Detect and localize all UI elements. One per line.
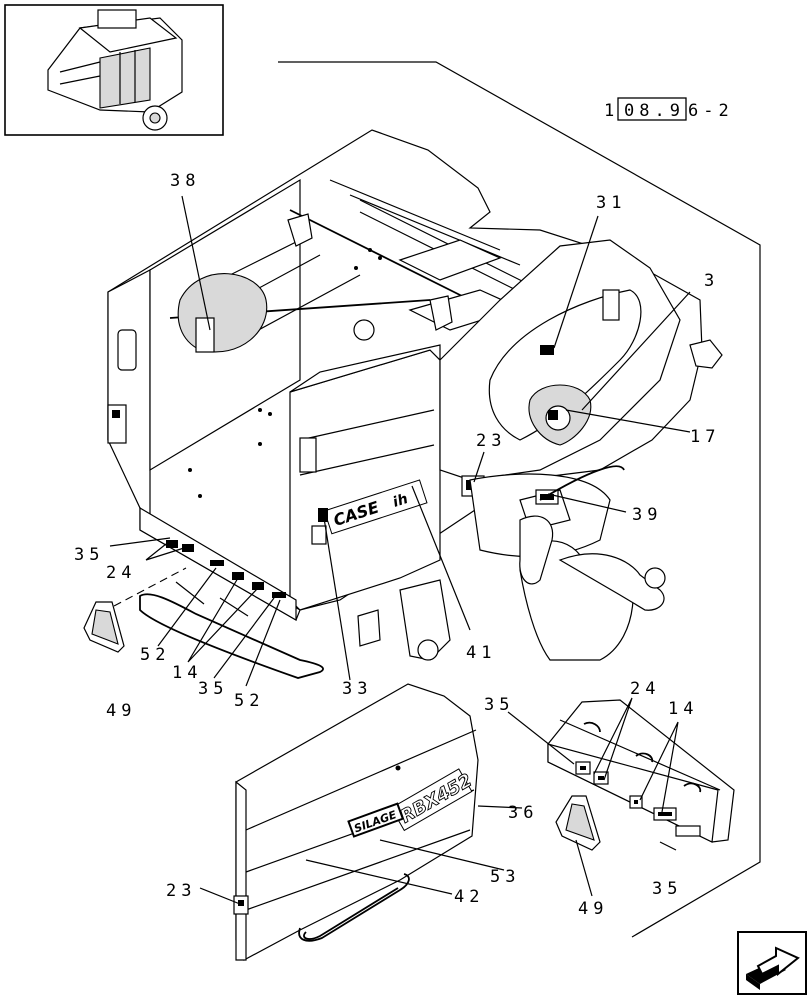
callout-36: 36	[508, 803, 538, 823]
leader-lines	[109, 195, 691, 905]
callout-49-left: 49	[106, 701, 136, 721]
reference-number: 1 08.9 6-2	[604, 97, 734, 121]
reference-boxed: 08.9	[624, 101, 685, 121]
reference-prefix: 1	[604, 101, 619, 121]
callout-49-right: 49	[578, 899, 608, 919]
callout-33: 33	[342, 679, 372, 699]
callout-23-lower: 23	[166, 881, 196, 901]
callout-35-lower: 35	[198, 679, 228, 699]
callout-24-right: 24	[630, 679, 660, 699]
callout-17: 17	[690, 427, 720, 447]
callout-31: 31	[596, 193, 626, 213]
baler-overview-icon	[47, 9, 183, 131]
callout-14-right: 14	[668, 699, 698, 719]
callout-35-right: 35	[484, 695, 514, 715]
callout-3: 3	[704, 271, 719, 291]
callout-38: 38	[170, 171, 200, 191]
callout-35-left: 35	[74, 545, 104, 565]
triangle-reflector-left	[83, 601, 125, 653]
callout-39: 39	[632, 505, 662, 525]
logo-brand-suffix: ih	[391, 491, 410, 511]
next-page-button[interactable]	[737, 931, 807, 995]
callout-42: 42	[454, 887, 484, 907]
callout-35-bottom: 35	[652, 879, 682, 899]
callout-53: 53	[490, 867, 520, 887]
callout-24-left: 24	[106, 563, 136, 583]
reference-suffix: 6-2	[688, 101, 734, 121]
side-cover-panel: RBX452 SILAGE	[233, 683, 479, 961]
rear-cover	[547, 699, 735, 843]
next-page-arrow-icon	[746, 946, 800, 990]
callout-41: 41	[466, 643, 496, 663]
callout-52-left: 52	[140, 645, 170, 665]
callouts: 38 31 3 17 23 39 35 24 52 14 35 52 33 41…	[74, 171, 720, 919]
group-boundary	[278, 61, 761, 938]
silage-decal: SILAGE	[347, 802, 405, 838]
baler-main-assembly: CASE ih	[107, 129, 723, 679]
reference-box	[617, 97, 687, 121]
triangle-reflector-right	[555, 795, 601, 851]
callout-23-upper: 23	[476, 431, 506, 451]
callout-52-lower: 52	[234, 691, 264, 711]
callout-14-left: 14	[172, 663, 202, 683]
overview-thumbnail[interactable]	[4, 4, 224, 136]
